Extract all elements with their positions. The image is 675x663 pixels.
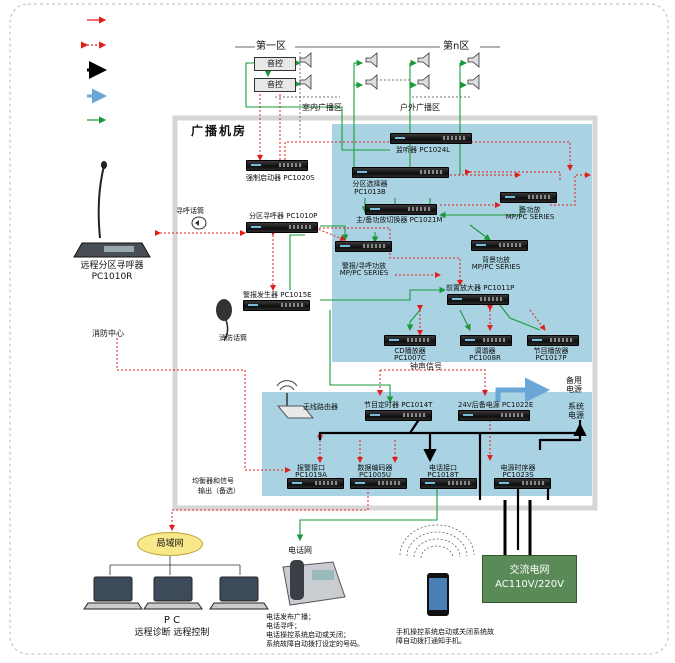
label-backup-amp-model: MP/PC SERIES <box>505 213 555 221</box>
bell-signal-label: 钟声信号 <box>410 362 442 371</box>
device-background-amp <box>471 240 528 251</box>
label-pc1023s-model: PC1023S <box>502 471 534 479</box>
label-router: 无线路由器 <box>303 403 338 411</box>
label-pc1015e: 警报发生器 PC1015E <box>243 291 312 299</box>
phone-net-label: 电话网 <box>288 546 312 555</box>
outer-frame <box>9 3 669 655</box>
lan-bubble: 局域网 <box>137 532 203 556</box>
wifi-router-icon <box>276 380 315 419</box>
device-pc1022e <box>458 410 530 421</box>
label-pc1005u-name: 数据编码器 <box>357 464 393 472</box>
speaker-group <box>299 52 480 90</box>
device-pc1008r <box>460 335 512 346</box>
device-pc1015e <box>243 300 310 311</box>
system-power-label-1: 系统 <box>568 402 584 411</box>
label-pc1007c-name: CD播放器 <box>394 347 426 355</box>
laptop-icons <box>83 576 269 610</box>
fire-mic-icon <box>216 299 232 341</box>
ac-grid-label-2: AC110V/220V <box>495 579 564 590</box>
backup-power-label-1: 备用 <box>566 376 582 385</box>
device-pc1017p <box>527 335 579 346</box>
ac-grid-label-1: 交流电网 <box>509 565 550 576</box>
backup-power-label-2: 电源 <box>566 385 582 394</box>
label-pc1021m: 主/备功放切换器 PC1021M <box>356 216 443 224</box>
label-pc1014t: 节目定时器 PC1014T <box>364 401 433 409</box>
indoor-zone-label: 室内广播区 <box>302 103 342 112</box>
device-pc1018t <box>420 478 477 489</box>
label-pc1008r-model: PC1008R <box>469 354 501 362</box>
room-title: 广播机房 <box>191 124 248 138</box>
legend <box>81 16 107 124</box>
label-pc1008r-name: 调谐器 <box>474 347 496 355</box>
label-background-amp-name: 背景功放 <box>482 256 510 264</box>
volume-control-1: 音控 <box>254 57 296 71</box>
fire-mic-label: 消防话筒 <box>219 334 247 342</box>
label-pc1019a-model: PC1019A <box>295 471 327 479</box>
mobile-note-2: 障自动拨打通知手机。 <box>396 637 466 645</box>
phone-note-3: 电话操控系统启动或关闭； <box>266 631 350 639</box>
pc-title: P C <box>163 615 181 626</box>
label-pc1013b-name: 分区选择器 <box>352 180 388 188</box>
wireless-signal <box>399 524 475 559</box>
paging-station-label: 寻呼话筒 <box>176 207 204 215</box>
device-pc1010p <box>246 222 318 233</box>
device-pc1013b <box>352 167 449 178</box>
device-pc1019a <box>287 478 344 489</box>
device-pc1023s <box>494 478 551 489</box>
remote-paging-label-1: 远程分区寻呼器 <box>80 261 144 271</box>
label-pc1020s: 强制启动器 PC1020S <box>246 174 315 182</box>
label-alarm-amp-model: MP/PC SERIES <box>339 269 389 277</box>
volume-control-2: 音控 <box>254 78 296 92</box>
ac-grid-box: 交流电网 AC110V/220V <box>482 555 577 603</box>
label-alarm-amp-name: 警报/寻呼功放 <box>341 262 387 270</box>
phone-note-4: 系统故障自动拨打设定的号码。 <box>266 640 364 648</box>
label-pc1007c-model: PC1007C <box>394 354 426 362</box>
label-pc1017p-model: PC1017P <box>535 354 567 362</box>
label-pc1017p-name: 节目播放器 <box>533 347 569 355</box>
mobile-phone-icon <box>427 573 449 616</box>
device-pc1005u <box>350 478 407 489</box>
label-backup-amp-name: 备功放 <box>519 206 541 214</box>
label-pc1011p: 前置放大器 PC1011P <box>446 284 515 292</box>
device-pc1011p <box>447 294 509 305</box>
device-pc1014t <box>365 410 432 421</box>
label-pc1013b-model: PC1013B <box>354 188 386 196</box>
remote-paging-console-icon <box>73 161 151 258</box>
label-pc1024l: 监听器 PC1024L <box>396 146 451 154</box>
device-pc1007c <box>384 335 436 346</box>
misc-signal-label-1: 均衡器和信号 <box>192 477 234 485</box>
label-pc1022e: 24V后备电源 PC1022E <box>458 401 534 409</box>
desk-phone-icon <box>282 560 346 606</box>
device-alarm-amp <box>335 241 392 252</box>
label-pc1005u-model: PC1005U <box>358 471 392 479</box>
device-backup-amp <box>500 192 557 203</box>
mobile-note-1: 手机操控系统启动或关闭系统故 <box>396 628 494 636</box>
remote-paging-label-2: PC1010R <box>91 272 133 282</box>
label-pc1018t-model: PC1018T <box>427 471 459 479</box>
fire-center-label: 消防中心 <box>92 329 124 338</box>
label-pc1018t-name: 电话接口 <box>429 464 457 472</box>
label-pc1023s-name: 电源时序器 <box>500 464 536 472</box>
misc-signal-label-2: 输出（备选） <box>198 487 240 495</box>
paging-mic-icon <box>191 216 207 230</box>
phone-note-2: 电话寻呼； <box>266 622 301 630</box>
system-power-label-2: 电源 <box>568 411 584 420</box>
outdoor-zone-label: 户外广播区 <box>400 103 440 112</box>
zone-n-label: 第n区 <box>443 41 470 52</box>
label-pc1019a-name: 报警接口 <box>297 464 325 472</box>
label-background-amp-model: MP/PC SERIES <box>471 263 521 271</box>
device-pc1021m <box>365 204 437 215</box>
device-pc1024l <box>390 133 472 144</box>
device-pc1020s <box>246 160 308 171</box>
phone-note-1: 电话发布广播； <box>266 613 315 621</box>
label-pc1010p: 分区寻呼器 PC1010P <box>249 212 318 220</box>
pc-subtitle: 远程诊断 远程控制 <box>134 628 210 638</box>
zone-first-label: 第一区 <box>256 41 286 52</box>
